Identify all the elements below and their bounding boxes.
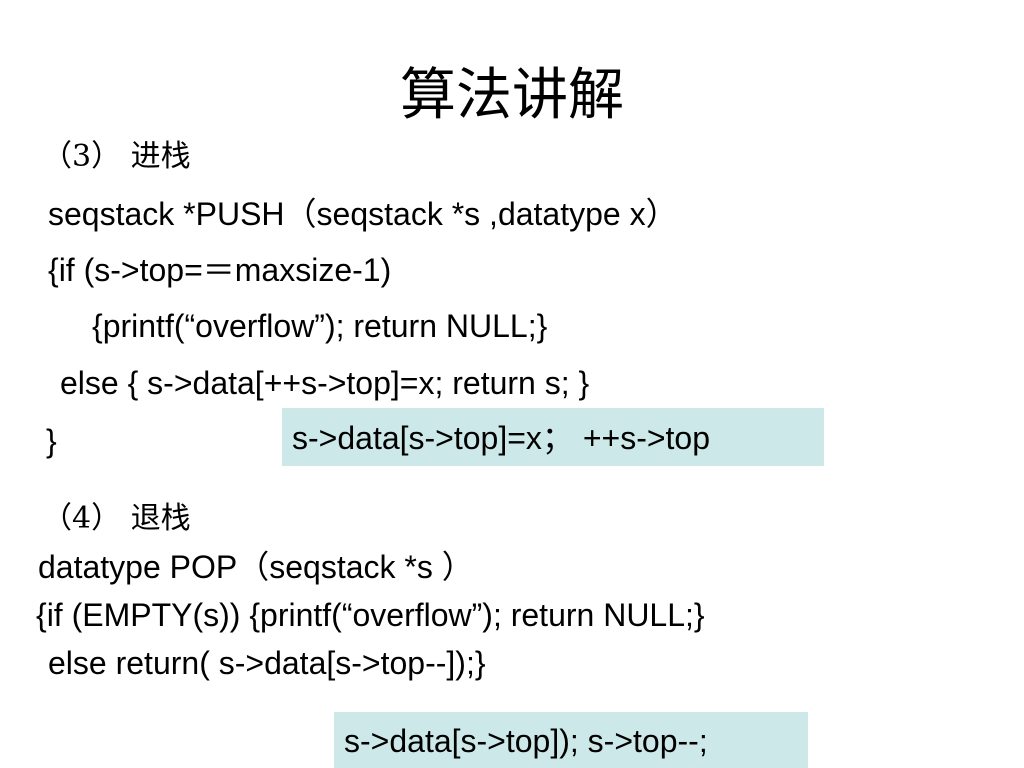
- push-code-line-3: {printf(“overflow”); return NULL;}: [92, 308, 548, 344]
- pop-note-box: s->data[s->top]); s->top--;: [334, 712, 808, 768]
- pop-heading: （4） 退栈: [42, 501, 191, 536]
- push-code-line-2: {if (s->top=＝maxsize-1): [48, 252, 392, 288]
- pop-code-line-1: datatype POP（seqstack *s ）: [38, 549, 474, 585]
- push-code-line-1: seqstack *PUSH（seqstack *s ,datatype x）: [48, 196, 678, 232]
- push-code-line-5: }: [46, 423, 57, 459]
- push-heading: （3） 进栈: [42, 139, 191, 174]
- push-code-line-4: else { s->data[++s->top]=x; return s; }: [60, 365, 590, 401]
- push-note-box: s->data[s->top]=x； ++s->top: [282, 408, 824, 466]
- slide-title: 算法讲解: [400, 63, 624, 128]
- pop-code-line-3: else return( s->data[s->top--]);}: [48, 645, 486, 681]
- pop-code-line-2: {if (EMPTY(s)) {printf(“overflow”); retu…: [36, 597, 705, 633]
